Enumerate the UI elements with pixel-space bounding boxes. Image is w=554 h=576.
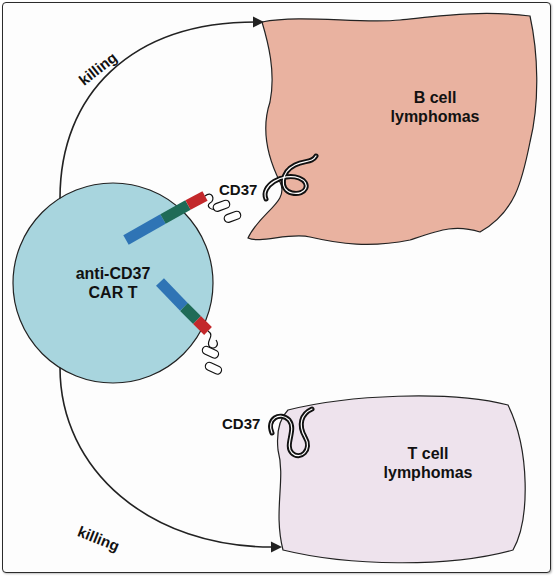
car-t-cell: anti-CD37 CAR T [13, 183, 213, 383]
car-receptor [160, 282, 223, 375]
protein-label: CD37 [222, 415, 260, 432]
node-outline [240, 12, 540, 248]
arrowhead [253, 17, 264, 28]
node-label: B cell lymphomas [380, 88, 490, 126]
edge-line [60, 22, 256, 198]
arrowhead [271, 542, 282, 553]
node-shape [13, 183, 213, 383]
t-cell-blob: T cell lymphomas [268, 390, 532, 568]
node-shape [248, 13, 537, 244]
car-segment [160, 282, 184, 307]
linker [205, 194, 218, 209]
car-segment [163, 205, 188, 219]
car-segment [184, 307, 197, 320]
node-label: anti-CD37 CAR T [63, 264, 163, 302]
node-outline [13, 183, 213, 383]
linker [208, 331, 217, 348]
text-holder: T cell lymphomas [373, 438, 483, 488]
node-label: T cell lymphomas [373, 444, 483, 482]
text-holder: B cell lymphomas [380, 82, 490, 132]
cd37-highlight [265, 156, 316, 199]
killing-arrow [60, 368, 282, 553]
killing-arrow [60, 17, 264, 199]
text-holder: anti-CD37 CAR T [63, 183, 163, 383]
scfv-domain [204, 361, 223, 375]
car-segment [197, 320, 208, 331]
edge-line [60, 368, 274, 547]
protein-label: CD37 [219, 181, 257, 198]
car-receptor [126, 194, 242, 240]
scfv-domain [212, 199, 231, 212]
cd37-protein [271, 409, 312, 456]
b-cell-blob: B cell lymphomas [240, 12, 540, 248]
node-shape [277, 396, 525, 563]
scfv-domain [223, 210, 242, 223]
cd37-protein [265, 156, 316, 199]
cd37-highlight [271, 409, 312, 456]
car-segment [126, 219, 163, 240]
car-segment [188, 196, 205, 205]
scfv-domain [201, 345, 220, 359]
